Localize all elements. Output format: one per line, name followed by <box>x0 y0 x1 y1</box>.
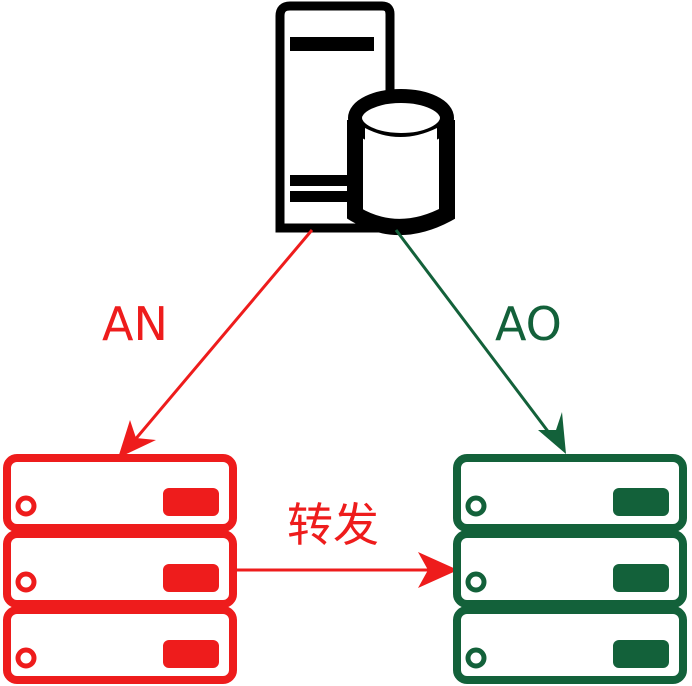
arrow-an <box>118 229 314 458</box>
label-an: AN <box>102 297 168 351</box>
server-unit <box>3 454 237 532</box>
server-unit <box>3 606 237 684</box>
server-unit <box>453 606 687 684</box>
server-unit <box>453 454 687 532</box>
label-ao: AO <box>495 297 562 351</box>
arrow-ao <box>394 229 566 454</box>
server-unit <box>453 530 687 608</box>
server-unit <box>3 530 237 608</box>
arrow-forward <box>236 552 458 588</box>
server-rack-icon <box>3 454 237 684</box>
server-rack-icon <box>453 454 687 684</box>
label-forward: 转发 <box>287 498 379 552</box>
database-server-icon <box>275 1 455 235</box>
